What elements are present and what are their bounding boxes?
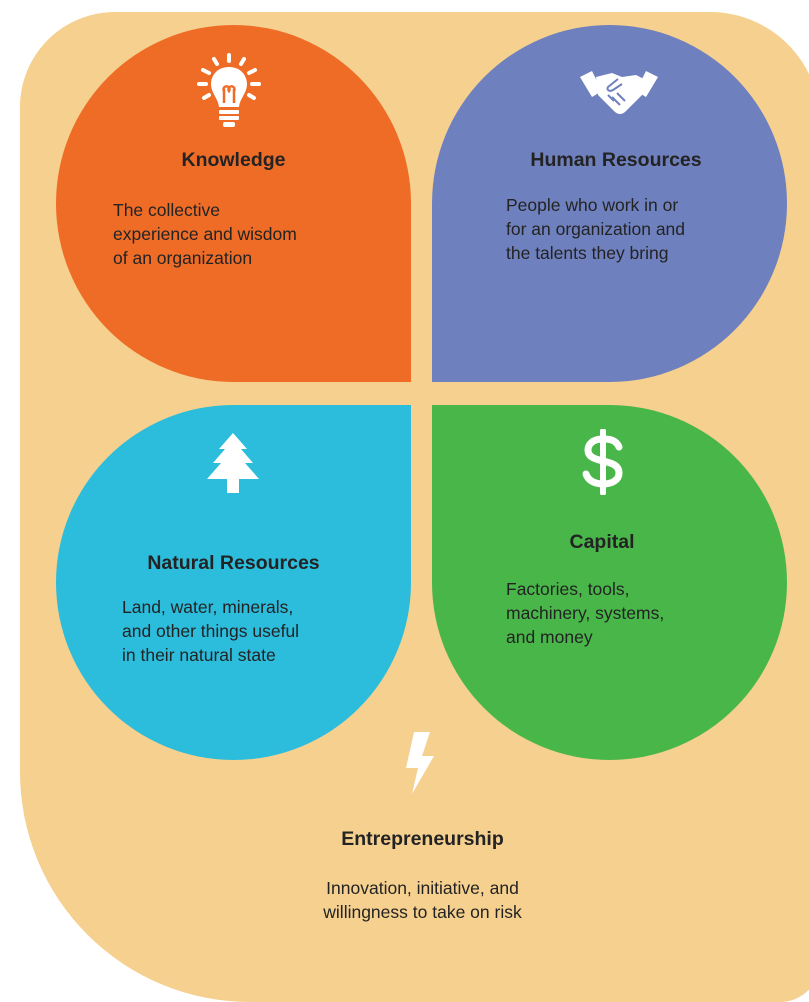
dollar-sign-icon [580,429,626,495]
capital-description: Factories, tools, machinery, systems, an… [506,579,665,647]
natural-resources-petal: Natural Resources Land, water, minerals,… [56,405,411,760]
knowledge-title: Knowledge [181,149,286,171]
natural-resources-description: Land, water, minerals, and other things … [122,597,300,665]
knowledge-petal: Knowledge The collective experience and … [56,25,411,382]
entrepreneurship-title: Entrepreneurship [341,828,504,850]
lightbulb-icon [196,53,262,129]
tree-icon [203,431,263,499]
capital-petal: Capital Factories, tools, machinery, sys… [432,405,787,760]
human-resources-title: Human Resources [530,149,702,171]
lightning-bolt-icon [400,730,436,796]
handshake-icon [578,67,660,119]
human-resources-petal: Human Resources People who work in or fo… [432,25,787,382]
entrepreneurship-description: Innovation, initiative, and willingness … [323,878,522,922]
natural-resources-title: Natural Resources [147,552,320,574]
human-resources-description: People who work in or for an organizatio… [506,195,686,263]
capital-title: Capital [569,531,635,553]
knowledge-description: The collective experience and wisdom of … [113,200,297,268]
